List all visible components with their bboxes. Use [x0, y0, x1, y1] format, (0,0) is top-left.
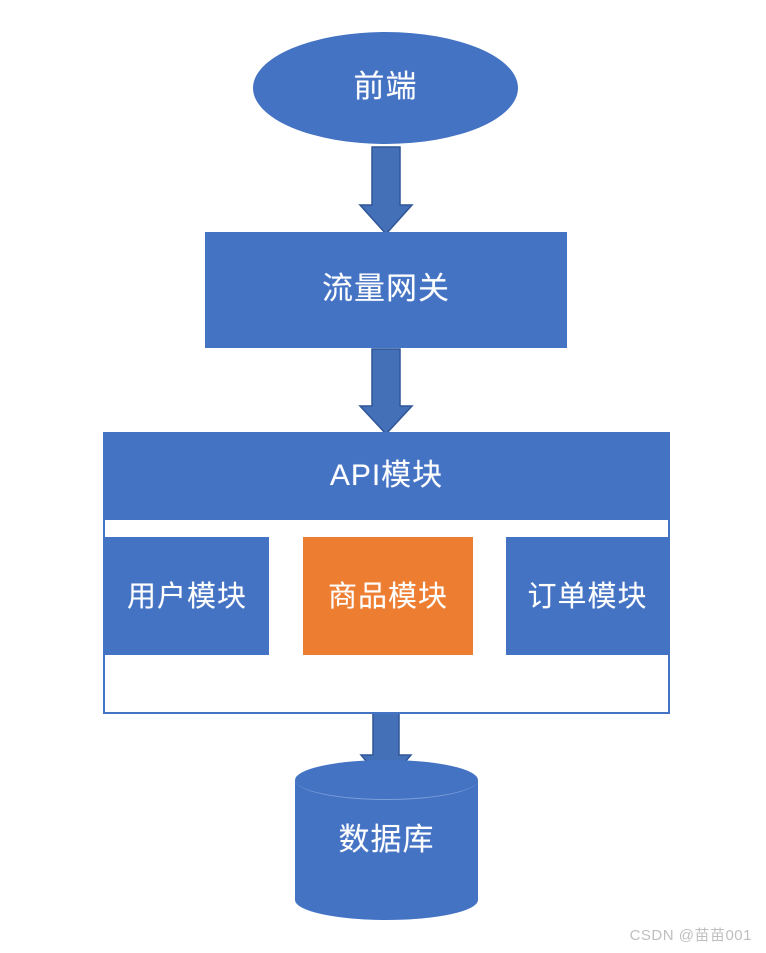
arrow-frontend-to-gateway [358, 146, 414, 236]
database-cylinder-top [295, 760, 478, 800]
node-frontend-label: 前端 [353, 69, 418, 104]
node-api-label: API模块 [329, 459, 444, 492]
node-frontend[interactable] [253, 32, 518, 144]
node-module-user-label: 用户模块 [126, 581, 247, 613]
arrow-gateway-to-api [358, 348, 414, 436]
node-module-user[interactable] [105, 537, 269, 655]
node-database-label: 数据库 [338, 822, 435, 857]
watermark: CSDN @苗苗001 [629, 927, 752, 944]
node-module-goods[interactable] [303, 537, 473, 655]
node-gateway-label: 流量网关 [322, 271, 450, 306]
node-module-goods-label: 商品模块 [327, 581, 448, 613]
node-gateway[interactable] [205, 232, 567, 348]
node-module-order-label: 订单模块 [527, 581, 648, 613]
database-cylinder-bottom [295, 880, 478, 920]
node-api-header[interactable] [103, 432, 670, 520]
node-database[interactable] [295, 760, 478, 920]
node-module-order[interactable] [506, 537, 669, 655]
